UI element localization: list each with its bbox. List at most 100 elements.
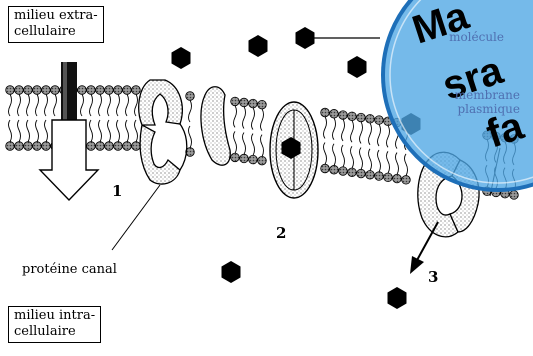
- lipid-head-upper: [24, 86, 33, 95]
- lipid-tail-upper: [252, 108, 255, 130]
- lipid-tail-lower: [45, 120, 48, 142]
- lipid-head-upper: [114, 86, 123, 95]
- lipid-tail-lower: [252, 134, 255, 156]
- lipid-tail-upper: [99, 94, 102, 116]
- lipid-head-lower: [366, 171, 375, 180]
- lipid-tail-upper: [333, 118, 336, 140]
- lipid-head-upper: [366, 115, 375, 124]
- lipid-head-upper: [321, 108, 330, 117]
- lipid-tail-upper: [387, 125, 390, 147]
- lipid-head-lower: [15, 142, 24, 151]
- lipid-head-lower: [33, 142, 42, 151]
- lipid-tail-lower: [405, 154, 408, 176]
- channel-protein-1b: [201, 87, 230, 165]
- channel-protein-1: [139, 80, 187, 184]
- lipid-tail-upper: [117, 94, 120, 116]
- lipid-head-upper: [240, 98, 249, 107]
- lipid-tail-upper: [369, 123, 372, 145]
- lipid-tail-upper: [378, 124, 381, 146]
- lipid-tail-lower: [378, 150, 381, 172]
- molecule-hexagon: [388, 287, 407, 309]
- lipid-tail-lower: [342, 145, 345, 167]
- lipid-tail-upper: [261, 109, 264, 131]
- lipid-head-lower: [321, 164, 330, 173]
- lipid-head-upper: [249, 99, 258, 108]
- lipid-tail-lower: [234, 131, 237, 153]
- channel-protein-label: protéine canal: [22, 262, 117, 277]
- lipid-head-upper: [330, 109, 339, 118]
- lipid-head-lower: [258, 156, 267, 165]
- lipid-head-upper: [186, 92, 195, 101]
- lipid-head-lower: [105, 142, 114, 151]
- lipid-head-upper: [375, 116, 384, 125]
- lipid-head-lower: [348, 168, 357, 177]
- lipid-head-upper: [339, 111, 348, 120]
- lipid-tail-upper: [324, 117, 327, 139]
- lipid-tail-lower: [90, 120, 93, 142]
- lipid-tail-upper: [18, 94, 21, 116]
- lipid-head-upper: [87, 86, 96, 95]
- lipid-head-upper: [78, 86, 87, 95]
- lipid-tail-lower: [135, 120, 138, 142]
- lipid-head-lower: [249, 155, 258, 164]
- molecule-hexagon: [348, 56, 367, 78]
- lipid-tail-lower: [387, 151, 390, 173]
- lipid-head-lower: [357, 169, 366, 178]
- step-number-1: 1: [112, 182, 122, 200]
- lipid-tail-upper: [36, 94, 39, 116]
- lipid-head-lower: [6, 142, 15, 151]
- lipid-tail-upper: [9, 94, 12, 116]
- lipid-head-upper: [231, 97, 240, 106]
- lipid-head-upper: [51, 86, 60, 95]
- lipid-head-upper: [123, 86, 132, 95]
- lipid-tail-lower: [27, 120, 30, 142]
- lipid-head-lower: [231, 153, 240, 162]
- lipid-head-lower: [393, 174, 402, 183]
- lipid-tail-upper: [54, 94, 57, 116]
- lipid-tail-upper: [135, 94, 138, 116]
- lipid-tail-lower: [18, 120, 21, 142]
- lipid-tail-lower: [99, 120, 102, 142]
- lipid-head-lower: [375, 172, 384, 181]
- lipid-tail-lower: [189, 126, 192, 148]
- lipid-tail-lower: [36, 120, 39, 142]
- lipid-tail-upper: [108, 94, 111, 116]
- lipid-tail-lower: [117, 120, 120, 142]
- lipid-head-lower: [384, 173, 393, 182]
- lipid-tail-lower: [333, 144, 336, 166]
- lipid-head-lower: [240, 154, 249, 163]
- lipid-tail-upper: [360, 122, 363, 144]
- step-number-3: 3: [428, 268, 438, 286]
- lipid-tail-lower: [9, 120, 12, 142]
- lipid-tail-upper: [243, 106, 246, 128]
- lipid-tail-lower: [396, 153, 399, 175]
- molecule-label: molécule: [404, 30, 504, 44]
- lipid-tail-upper: [234, 105, 237, 127]
- lipid-head-lower: [132, 142, 141, 151]
- lipid-tail-upper: [126, 94, 129, 116]
- lipid-tail-lower: [369, 149, 372, 171]
- lipid-head-upper: [357, 113, 366, 122]
- lipid-head-lower: [123, 142, 132, 151]
- lipid-head-lower: [24, 142, 33, 151]
- molecule-hexagon: [222, 261, 241, 283]
- molecule-hexagon: [249, 35, 268, 57]
- lipid-head-upper: [132, 86, 141, 95]
- lipid-head-upper: [6, 86, 15, 95]
- diffusion-arrow-1: [40, 62, 98, 200]
- lipid-head-upper: [348, 112, 357, 121]
- transport-arrow-3: [410, 222, 438, 274]
- lipid-tail-lower: [243, 132, 246, 154]
- lipid-tail-upper: [351, 120, 354, 142]
- lipid-tail-upper: [27, 94, 30, 116]
- lipid-head-upper: [258, 100, 267, 109]
- lipid-tail-lower: [351, 146, 354, 168]
- lipid-head-lower: [510, 191, 519, 200]
- lipid-head-lower: [42, 142, 51, 151]
- membrane-label: membrane plasmique: [420, 88, 520, 116]
- lipid-tail-upper: [45, 94, 48, 116]
- lipid-tail-lower: [108, 120, 111, 142]
- lipid-tail-lower: [261, 135, 264, 157]
